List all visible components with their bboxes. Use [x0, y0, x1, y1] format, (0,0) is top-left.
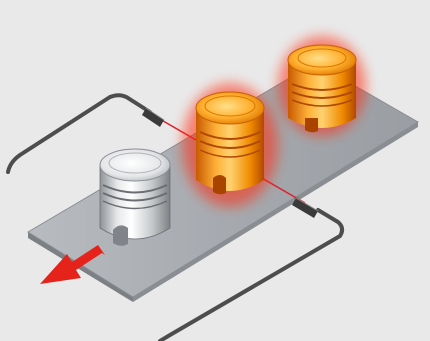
sensor-cable-left [6, 93, 152, 174]
piston-hot-back [278, 36, 366, 136]
sensor-head-left [142, 107, 165, 127]
conveyor-plate-side-right [133, 122, 418, 302]
sensor-cable-right [158, 208, 345, 341]
sensor-head-right [292, 197, 319, 218]
piston-cool [99, 148, 171, 246]
direction-arrow [40, 245, 105, 284]
piston-hot-front [182, 83, 278, 207]
